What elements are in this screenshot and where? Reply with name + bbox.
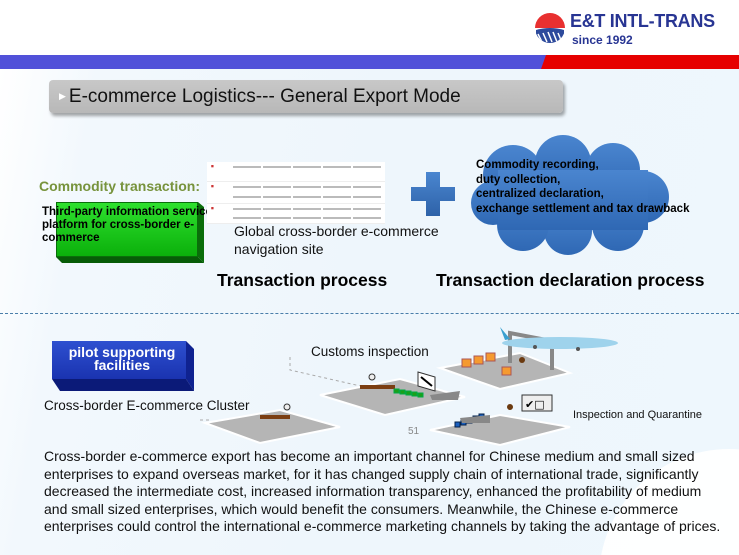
inspection-check-sign-icon: ✔□ — [521, 394, 553, 412]
platform-quarantine — [429, 413, 571, 447]
transaction-process-label: Transaction process — [217, 270, 388, 290]
inspection-quarantine-label: Inspection and Quarantine — [573, 409, 703, 421]
header-band-blue — [0, 55, 560, 69]
desk-icon — [260, 415, 290, 419]
commodity-transaction-label: Commodity transaction: — [39, 178, 201, 194]
company-logo-icon — [535, 13, 565, 43]
page-number: 51 — [408, 426, 420, 437]
platform-cluster — [201, 408, 341, 445]
plus-icon — [411, 172, 455, 216]
platform-box — [56, 202, 204, 263]
declaration-process-label: Transaction declaration process — [436, 270, 705, 290]
brand-name: E&T INTL-TRANS — [570, 11, 715, 31]
airplane-icon — [500, 327, 618, 351]
worker-icon — [507, 404, 513, 410]
title-bar: ▶ E-commerce Logistics--- General Export… — [49, 80, 563, 113]
svg-text:✔□: ✔□ — [525, 398, 545, 411]
logistics-illustration: ✔□ — [200, 327, 618, 447]
triangle-right-icon: ▶ — [59, 91, 66, 102]
platform-box-text: Third-party information service platform… — [42, 206, 212, 244]
navigation-site-thumbnail: ■ ■ ■ — [207, 162, 385, 224]
brand-since: since 1992 — [572, 33, 633, 47]
pilot-facilities-text: pilot supporting facilities — [68, 344, 176, 373]
gate-icon — [508, 330, 554, 370]
worker-icon — [368, 373, 376, 381]
declaration-cloud-text: Commodity recording, duty collection, ce… — [476, 159, 690, 215]
customs-inspection-label: Customs inspection — [311, 344, 429, 359]
desk-icon — [360, 385, 395, 389]
worker-icon — [519, 357, 525, 363]
worker-icon — [283, 403, 291, 411]
navigation-site-caption: Global cross-border e-commerce navigatio… — [234, 223, 439, 257]
cloud-shape — [471, 135, 669, 255]
body-paragraph: Cross-border e-commerce export has becom… — [44, 448, 721, 535]
pilot-facilities-box — [52, 341, 194, 391]
slide-title: E-commerce Logistics--- General Export M… — [68, 85, 461, 107]
wrench-sign-icon — [417, 371, 436, 392]
header-band-red — [541, 55, 739, 69]
section-divider — [0, 313, 739, 314]
cluster-label: Cross-border E-commerce Cluster — [44, 398, 250, 413]
